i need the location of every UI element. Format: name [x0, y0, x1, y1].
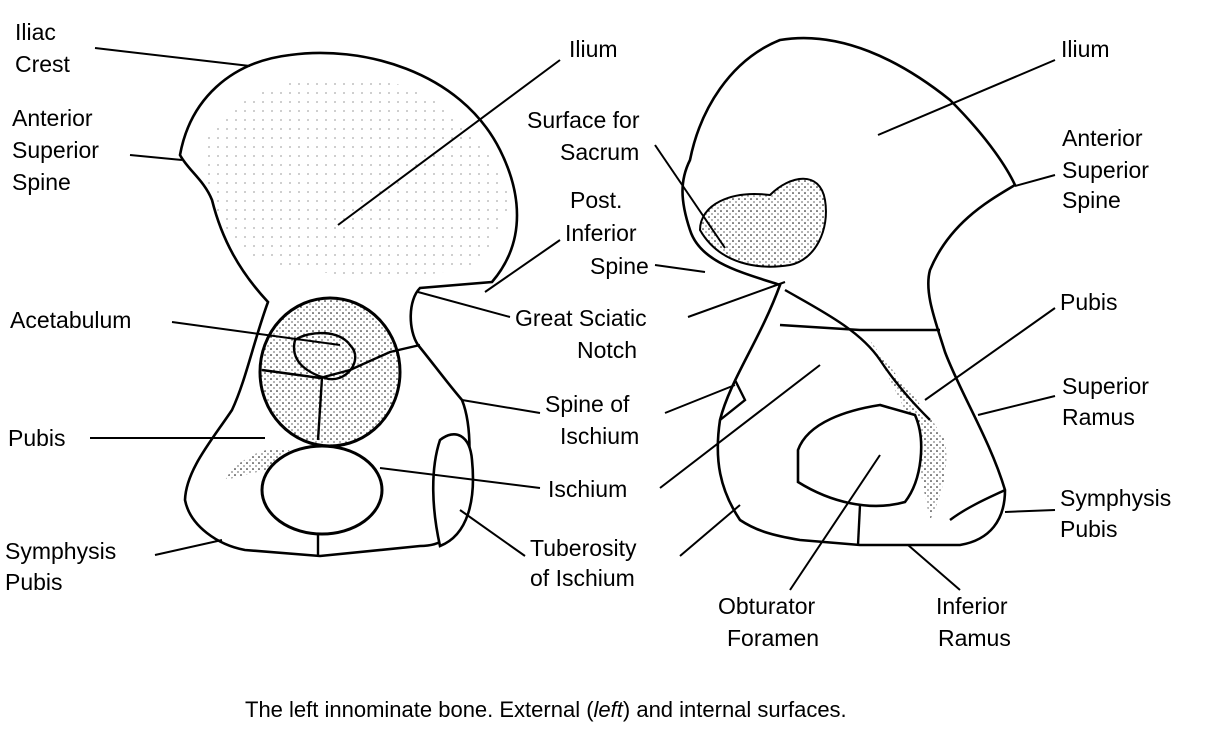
right-bone-internal: [681, 36, 1017, 547]
right-obturator-foramen: [796, 403, 923, 508]
label-ilium-left: Ilium: [569, 36, 618, 62]
figure-caption: The left innominate bone. External (left…: [245, 697, 847, 722]
label-pubis-right: Pubis: [1060, 289, 1118, 315]
label-ischium: Ischium: [548, 476, 627, 502]
ischial-tuberosity-shape: [431, 433, 475, 548]
leader-lines: [90, 47, 1056, 591]
label-ilium-right: Ilium: [1061, 36, 1110, 62]
left-obturator-foramen: [260, 444, 384, 536]
sacral-surface-shape: [698, 177, 827, 268]
label-acetabulum: Acetabulum: [10, 307, 131, 333]
label-pubis-left: Pubis: [8, 425, 66, 451]
left-bone-external: [178, 51, 519, 558]
